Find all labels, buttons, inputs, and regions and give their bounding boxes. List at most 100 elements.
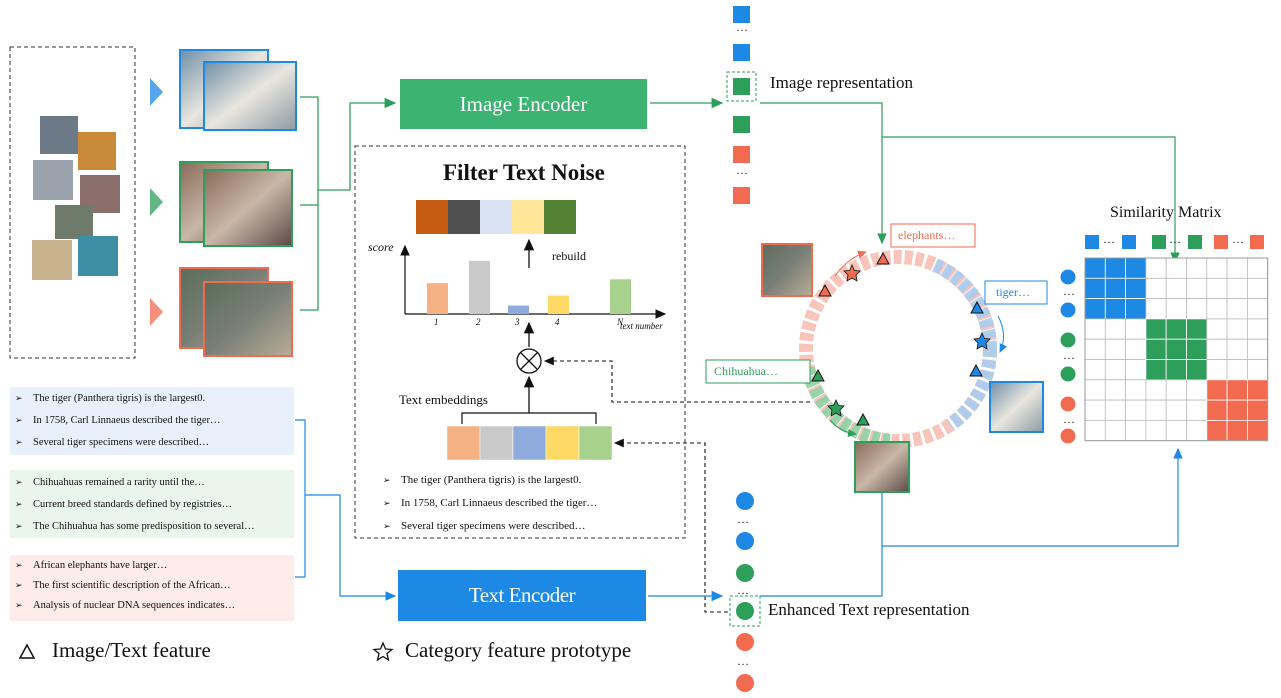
score-bars [427, 260, 631, 314]
score-bar [508, 305, 529, 314]
list-item: ➢The first scientific description of the… [15, 580, 231, 591]
matrix-ellipsis: … [1103, 232, 1115, 246]
filter-text-item: ➢In 1758, Carl Linnaeus described the ti… [383, 492, 597, 515]
tiger-tag: tiger… [996, 285, 1030, 299]
matrix-cell [1145, 338, 1167, 360]
matrix-cell [1125, 277, 1147, 299]
row-marker [1060, 302, 1076, 318]
elephant-augment-pair [179, 267, 293, 357]
matrix-cell [1247, 399, 1269, 421]
chevron-blue-icon [150, 78, 163, 106]
matrix-cell [1084, 257, 1106, 279]
embedding-segment [479, 425, 514, 461]
matrix-cell [1145, 399, 1167, 421]
matrix-cell [1165, 277, 1187, 299]
matrix-cell [1084, 379, 1106, 401]
matrix-cell [1186, 277, 1208, 299]
image-repr-to-circle-arrow [760, 102, 887, 245]
elephant-text-group [10, 555, 294, 621]
matrix-cell [1226, 318, 1248, 340]
header-square [1188, 235, 1202, 249]
matrix-ellipsis: … [1063, 348, 1075, 362]
text-repr-ellipsis: … [737, 512, 749, 526]
list-item: ➢Current breed standards defined by regi… [15, 499, 233, 510]
text-representation-column [729, 492, 761, 692]
tiger-attract-arrow [997, 315, 1008, 353]
list-item: ➢The tiger (Panthera tigris) is the larg… [15, 393, 206, 404]
chart-ylabel: score [368, 240, 394, 254]
matrix-ellipsis: … [1169, 232, 1181, 246]
rebuilt-segment [544, 200, 576, 234]
image-repr-ellipsis-2: … [736, 163, 748, 177]
matrix-cell [1186, 379, 1208, 401]
matrix-cell [1165, 379, 1187, 401]
embeddings-label: Text embeddings [399, 392, 488, 407]
matrix-cell [1104, 318, 1127, 340]
elephants-tag-box [890, 223, 976, 248]
matrix-cell [1226, 298, 1248, 320]
text-encoder-label: Text Encoder [468, 583, 576, 607]
embedding-segment [545, 425, 580, 461]
matrix-cell [1145, 318, 1167, 340]
matrix-cell [1084, 338, 1106, 360]
text-repr-ellipsis-2: … [737, 583, 749, 597]
prototype-stars [827, 264, 991, 417]
tiger-tag-box [984, 280, 1048, 305]
score-bar [469, 260, 490, 314]
matrix-cell [1104, 379, 1127, 401]
matrix-cell [1084, 399, 1106, 421]
row-marker [1060, 396, 1076, 412]
matrix-cell [1226, 379, 1248, 401]
image-encoder-box[interactable] [400, 79, 647, 129]
matrix-cell [1186, 318, 1208, 340]
matrix-cell [1125, 359, 1147, 381]
matrix-cell [1104, 277, 1127, 299]
embeddings-bracket [461, 412, 597, 424]
header-square [1122, 235, 1136, 249]
matrix-ellipsis: … [1232, 232, 1244, 246]
image-encoder-label: Image Encoder [459, 91, 588, 116]
chihuahua-tag: Chihuahua… [714, 364, 778, 378]
matrix-cell [1145, 257, 1167, 279]
score-bar [548, 295, 569, 314]
rebuilt-embedding-bar [416, 200, 576, 234]
matrix-cell [1186, 338, 1208, 360]
matrix-cell [1186, 257, 1208, 279]
matrix-cell [1145, 419, 1167, 442]
chihuahua-attract-arrow [829, 419, 857, 437]
elephants-tag: elephants… [898, 228, 956, 242]
matrix-cell [1206, 277, 1228, 299]
triangle-legend-icon [18, 643, 36, 659]
matrix-row-markers [1060, 269, 1076, 444]
matrix-cell [1226, 257, 1248, 279]
matrix-cell [1186, 359, 1208, 381]
matrix-cell [1145, 379, 1167, 401]
chihuahua-text-group [10, 470, 294, 538]
embedding-segment [578, 425, 613, 461]
text-encoder-box[interactable] [398, 570, 646, 621]
matrix-ellipsis: … [1063, 284, 1075, 298]
tick-label: 4 [555, 317, 560, 327]
matrix-cell [1104, 359, 1127, 381]
legend-feature-label: Image/Text feature [52, 638, 211, 662]
matrix-cell [1247, 318, 1269, 340]
matrix-cell [1206, 257, 1228, 279]
matrix-cell [1206, 399, 1228, 421]
matrix-cell [1165, 359, 1187, 381]
embedding-segment [446, 425, 481, 461]
chart-xlabel: text number [620, 321, 663, 331]
matrix-cell [1165, 318, 1187, 340]
image-representation-column [726, 6, 757, 204]
matrix-cell [1145, 277, 1167, 299]
matrix-cell [1247, 379, 1269, 401]
matrix-cell [1165, 419, 1187, 442]
bullet-arrow-icon: ➢ [383, 476, 391, 486]
embedding-segment [512, 425, 547, 461]
matrix-cell [1125, 399, 1147, 421]
text-embeddings-bar [446, 425, 613, 461]
list-item: ➢Analysis of nuclear DNA sequences indic… [15, 600, 236, 611]
tiger-photo [989, 381, 1044, 433]
matrix-cell [1104, 399, 1127, 421]
matrix-cell [1125, 257, 1147, 279]
matrix-cell [1247, 419, 1269, 442]
